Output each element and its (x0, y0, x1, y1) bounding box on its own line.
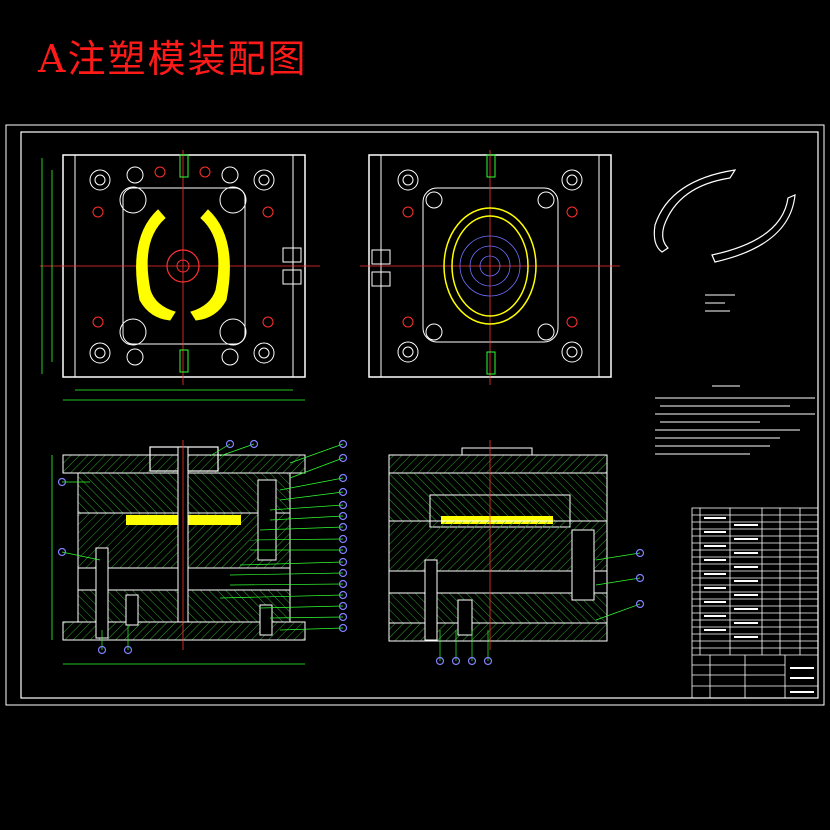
drawing-title: A注塑模装配图 (38, 37, 308, 81)
section-view-right (388, 440, 608, 650)
outer-border (5, 124, 825, 706)
technical-requirements (655, 385, 815, 455)
part-notes (705, 294, 735, 312)
inner-border (20, 131, 819, 699)
top-view-moving-half (360, 150, 620, 385)
parts-list (691, 507, 819, 699)
section-view-left (51, 440, 306, 665)
part-sketch (653, 169, 796, 263)
top-view-fixed-half (40, 150, 320, 401)
part-balloons (57, 439, 645, 666)
parts-list-text (704, 517, 814, 693)
